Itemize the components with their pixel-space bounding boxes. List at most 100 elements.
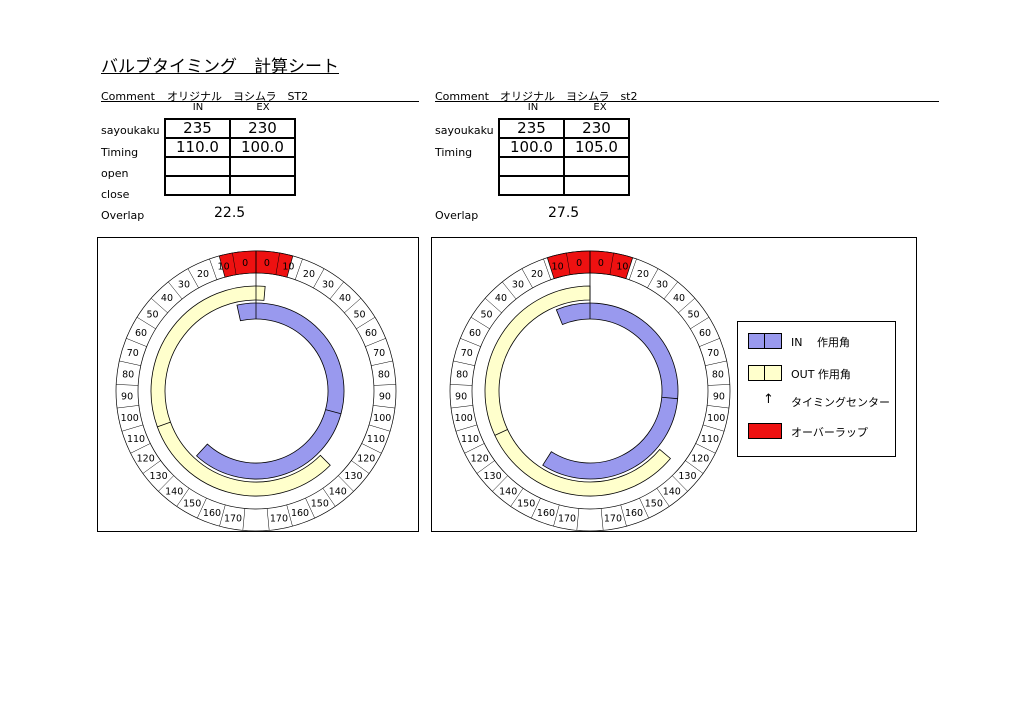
cell-ex: 230 bbox=[563, 118, 630, 139]
scale-label: 110 bbox=[367, 434, 385, 445]
scale-divider bbox=[158, 475, 174, 492]
scale-divider bbox=[576, 508, 580, 531]
scale-divider bbox=[685, 460, 704, 474]
scale-divider bbox=[672, 475, 688, 492]
scale-divider bbox=[187, 268, 199, 289]
timing-center-arrow-icon: ↑ bbox=[763, 392, 774, 407]
cell-in bbox=[164, 175, 231, 196]
scale-label: 60 bbox=[469, 328, 481, 339]
table-row bbox=[498, 156, 630, 177]
scale-divider bbox=[126, 338, 147, 347]
scale-divider bbox=[521, 268, 533, 289]
scale-label: 50 bbox=[353, 309, 365, 320]
scale-divider bbox=[361, 443, 382, 454]
scale-label: 120 bbox=[357, 453, 375, 464]
scale-label: 170 bbox=[270, 513, 288, 524]
scale-divider bbox=[690, 317, 710, 330]
scale-divider bbox=[553, 504, 560, 527]
scale-label: 30 bbox=[512, 279, 524, 290]
table-row bbox=[498, 175, 630, 196]
in-timing-center bbox=[661, 396, 678, 400]
scale-divider bbox=[197, 498, 207, 519]
table-row bbox=[164, 175, 296, 196]
col-in-header: IN bbox=[192, 102, 204, 113]
scale-divider bbox=[286, 504, 293, 527]
scale-label: 80 bbox=[122, 370, 134, 381]
scale-divider bbox=[470, 317, 490, 330]
scale-label: 0 bbox=[598, 258, 604, 269]
row-label-sayoukaku: sayoukaku bbox=[435, 124, 494, 137]
cell-in: 235 bbox=[164, 118, 231, 139]
ex-duration-arc bbox=[484, 285, 671, 497]
scale-divider bbox=[130, 443, 151, 454]
scale-label: 90 bbox=[379, 391, 391, 402]
scale-divider bbox=[242, 508, 246, 531]
ex-duration-arc bbox=[150, 285, 331, 497]
scale-divider bbox=[600, 508, 604, 531]
row-label-sayoukaku: sayoukaku bbox=[101, 124, 160, 137]
scale-divider bbox=[531, 498, 541, 519]
col-ex-header: EX bbox=[593, 102, 607, 113]
scale-divider bbox=[219, 504, 226, 527]
scale-label: 100 bbox=[373, 413, 391, 424]
scale-label: 30 bbox=[178, 279, 190, 290]
scale-label: 110 bbox=[701, 434, 719, 445]
scale-label: 0 bbox=[576, 258, 582, 269]
scale-divider bbox=[543, 258, 552, 280]
scale-divider bbox=[329, 281, 344, 300]
scale-divider bbox=[492, 475, 508, 492]
legend-in-swatch bbox=[748, 333, 782, 349]
scale-divider bbox=[373, 384, 396, 386]
scale-divider bbox=[150, 298, 168, 313]
scale-divider bbox=[707, 405, 729, 409]
scale-label: 20 bbox=[303, 269, 315, 280]
scale-divider bbox=[365, 338, 386, 347]
scale-divider bbox=[502, 281, 517, 300]
scale-label: 150 bbox=[645, 499, 663, 510]
scale-label: 90 bbox=[713, 391, 725, 402]
legend-out-swatch bbox=[748, 365, 782, 381]
scale-divider bbox=[702, 424, 725, 432]
scale-label: 170 bbox=[224, 513, 242, 524]
scale-divider bbox=[707, 384, 730, 386]
scale-divider bbox=[209, 258, 218, 280]
scale-label: 160 bbox=[203, 508, 221, 519]
legend: IN 作用角 OUT 作用角 ↑ タイミングセンター オーバーラップ bbox=[737, 321, 896, 457]
scale-divider bbox=[266, 508, 270, 531]
cell-ex bbox=[563, 156, 630, 177]
comment-value: オリジナル ヨシムラ ST2 bbox=[167, 90, 309, 103]
scale-divider bbox=[119, 360, 141, 366]
row-label-timing: Timing bbox=[435, 146, 473, 159]
scale-label: 40 bbox=[673, 293, 685, 304]
scale-divider bbox=[484, 298, 502, 313]
row-label-timing: Timing bbox=[101, 146, 139, 159]
scale-label: 50 bbox=[687, 309, 699, 320]
scale-divider bbox=[136, 317, 156, 330]
scale-divider bbox=[453, 360, 475, 366]
scale-label: 130 bbox=[678, 471, 696, 482]
overlap-label: Overlap bbox=[435, 209, 479, 222]
cell-in: 110.0 bbox=[164, 137, 231, 158]
cell-ex bbox=[563, 175, 630, 196]
ex-timing-center bbox=[157, 421, 171, 428]
scale-divider bbox=[455, 424, 478, 432]
in-duration-arc bbox=[195, 302, 345, 480]
comment-underline bbox=[101, 101, 419, 102]
scale-label: 170 bbox=[558, 513, 576, 524]
scale-label: 170 bbox=[604, 513, 622, 524]
scale-label: 10 bbox=[282, 262, 294, 273]
row-label-close: close bbox=[101, 188, 130, 201]
cell-in: 235 bbox=[498, 118, 565, 139]
scale-label: 120 bbox=[691, 453, 709, 464]
col-in-header: IN bbox=[527, 102, 539, 113]
comment-label: Comment bbox=[435, 90, 489, 103]
table-row bbox=[164, 156, 296, 177]
scale-divider bbox=[168, 281, 183, 300]
scale-divider bbox=[460, 338, 481, 347]
scale-label: 40 bbox=[495, 293, 507, 304]
